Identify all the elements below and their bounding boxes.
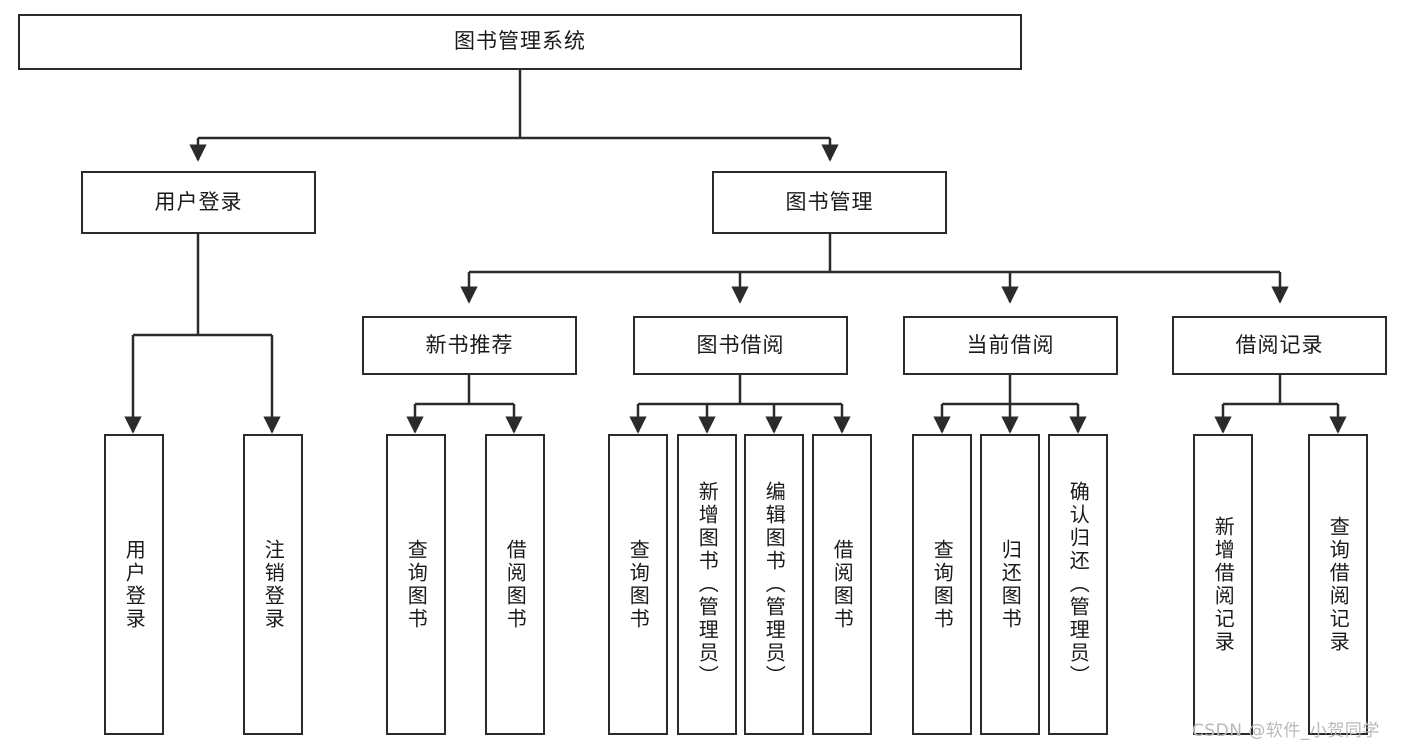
node-book-management[interactable]: 图书管理 (712, 171, 947, 234)
node-label: 图书管理系统 (454, 29, 586, 54)
node-label: 查询图书 (930, 538, 955, 631)
node-label: 借阅图书 (830, 538, 855, 631)
node-borrow-records[interactable]: 借阅记录 (1172, 316, 1387, 375)
node-label: 用户登录 (154, 189, 243, 214)
node-label: 当前借阅 (966, 332, 1055, 357)
node-label: 借阅记录 (1235, 332, 1324, 357)
node-label: 注销登录 (261, 538, 286, 631)
node-leaf-borrow-books-borrow[interactable]: 借阅图书 (812, 434, 872, 735)
node-book-borrowing[interactable]: 图书借阅 (633, 316, 848, 375)
node-user-login[interactable]: 用户登录 (81, 171, 316, 234)
node-label: 新增图书（管理员） (695, 481, 720, 688)
node-leaf-add-borrow-record[interactable]: 新增借阅记录 (1193, 434, 1253, 735)
node-label: 新增借阅记录 (1211, 515, 1236, 654)
node-leaf-query-borrow-record[interactable]: 查询借阅记录 (1308, 434, 1368, 735)
node-label: 编辑图书（管理员） (762, 481, 787, 688)
node-leaf-query-books-borrow[interactable]: 查询图书 (608, 434, 668, 735)
node-leaf-add-book-admin[interactable]: 新增图书（管理员） (677, 434, 737, 735)
node-leaf-query-books-current[interactable]: 查询图书 (912, 434, 972, 735)
node-leaf-logout[interactable]: 注销登录 (243, 434, 303, 735)
node-leaf-query-books-newbook[interactable]: 查询图书 (386, 434, 446, 735)
node-current-borrowing[interactable]: 当前借阅 (903, 316, 1118, 375)
node-leaf-edit-book-admin[interactable]: 编辑图书（管理员） (744, 434, 804, 735)
node-leaf-confirm-return-admin[interactable]: 确认归还（管理员） (1048, 434, 1108, 735)
node-label: 图书借阅 (696, 332, 785, 357)
node-label: 用户登录 (122, 538, 147, 631)
node-root-book-management-system[interactable]: 图书管理系统 (18, 14, 1022, 70)
node-leaf-return-books[interactable]: 归还图书 (980, 434, 1040, 735)
node-label: 查询图书 (626, 538, 651, 631)
node-leaf-user-login[interactable]: 用户登录 (104, 434, 164, 735)
csdn-watermark: CSDN @软件_小贺同学 (1192, 721, 1380, 741)
node-new-book-recommendation[interactable]: 新书推荐 (362, 316, 577, 375)
node-label: 确认归还（管理员） (1066, 481, 1091, 688)
node-label: 归还图书 (998, 538, 1023, 631)
node-label: 新书推荐 (425, 332, 514, 357)
node-label: 借阅图书 (503, 538, 528, 631)
node-leaf-borrow-books-newbook[interactable]: 借阅图书 (485, 434, 545, 735)
node-label: 图书管理 (785, 189, 874, 214)
node-label: 查询图书 (404, 538, 429, 631)
node-label: 查询借阅记录 (1326, 515, 1351, 654)
